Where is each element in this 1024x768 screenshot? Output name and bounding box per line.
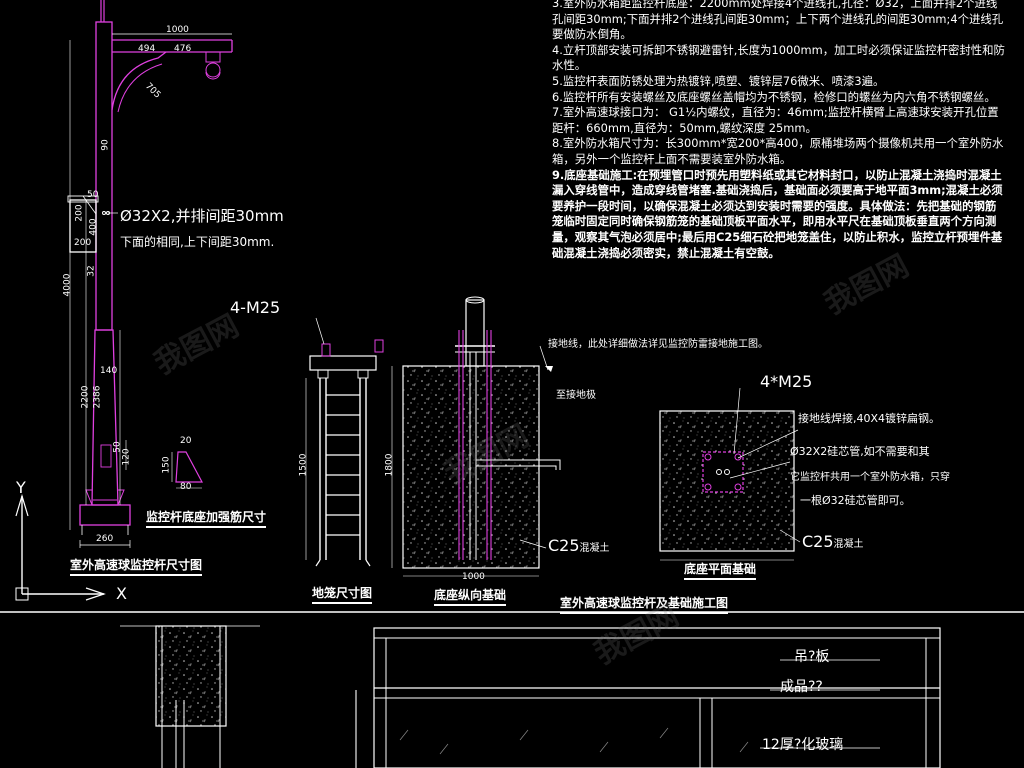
ucs-axis-icon [15, 493, 106, 601]
dim-box-400: 400 [88, 218, 99, 236]
axis-x-label: X [116, 584, 127, 603]
plan-concrete-grade: C25 [802, 532, 834, 551]
dim-2200: 2200 [80, 385, 91, 409]
dim-arm-1000: 1000 [166, 25, 189, 35]
dim-arm-494: 494 [138, 44, 156, 54]
dim-2386: 2386 [92, 385, 103, 409]
foundation-section [391, 296, 561, 577]
ground-plate-label: 至接地极 [556, 390, 596, 401]
construction-notes: 3.室外防水箱距监控杆底座：2200mm处焊接4个进线孔,孔径：Ø32，上面并排… [552, 0, 1007, 261]
pole-title: 室外高速球监控杆尺寸图 [70, 556, 203, 576]
plan-concrete-sub: 混凝土 [833, 539, 864, 550]
lower-label-2: 成品?? [780, 679, 823, 695]
main-title: 室外高速球监控杆及基础施工图 [560, 594, 729, 614]
note-4: 4.立杆顶部安装可拆卸不锈钢避雷针,长度为1000mm，加工时必须保证监控杆密封… [552, 42, 1005, 73]
note-6: 6.监控杆所有安装螺丝及底座螺丝盖帽均为不锈钢，检修口的螺丝为内六角不锈钢螺丝。 [552, 89, 996, 104]
dim-cage-1500: 1500 [298, 453, 309, 477]
ground-note: 接地线，此处详细做法详见监控防雷接地施工图。 [548, 339, 768, 350]
dim-section-1000: 1000 [462, 572, 485, 582]
rib-detail [171, 451, 203, 489]
section-concrete: C25混凝土 [548, 536, 610, 555]
cage-bolts: 4-M25 [230, 298, 281, 317]
plan-title: 底座平面基础 [684, 560, 757, 580]
anchor-cage [305, 317, 384, 567]
note-3: 3.室外防水箱距监控杆底座：2200mm处焊接4个进线孔,孔径：Ø32，上面并排… [552, 0, 1004, 42]
dim-rib-150: 150 [161, 456, 172, 474]
dim-140: 140 [100, 366, 118, 376]
dim-pole-90: 90 [100, 139, 111, 151]
dim-box-200b: 200 [74, 238, 92, 248]
plan-bolts: 4*M25 [760, 372, 813, 391]
hole-note-line2: 下面的相同,上下间距30mm. [120, 235, 275, 249]
plan-concrete: C25混凝土 [802, 532, 864, 551]
dim-box-200: 200 [74, 204, 85, 222]
section-concrete-sub: 混凝土 [579, 543, 610, 554]
pipe-note-line1: Ø32X2硅芯管,如不需要和其 [790, 445, 930, 458]
dim-box-top: 50 [87, 190, 99, 200]
section-concrete-grade: C25 [548, 536, 580, 555]
foundation-plan [659, 387, 801, 561]
lower-label-1: 吊?板 [794, 649, 830, 665]
dim-32: 32 [86, 265, 97, 277]
dim-4000: 4000 [62, 273, 73, 297]
note-5: 5.监控杆表面防锈处理为热镀锌,喷塑、镀锌层76微米、喷漆3遍。 [552, 73, 885, 88]
pipe-note-line2: 它监控杆共用一个室外防水箱，只穿 [790, 472, 950, 483]
lower-detail [120, 625, 941, 768]
pipe-note-line3: 一根Ø32硅芯管即可。 [800, 494, 911, 507]
dim-arm-476: 476 [174, 44, 192, 54]
dim-base-260: 260 [96, 534, 114, 544]
note-9: 9.底座基础施工:在预埋管口时预先用塑料纸或其它材料封口，以防止混凝土浇捣时混凝… [552, 167, 1003, 260]
dim-section-1800: 1800 [384, 453, 395, 477]
cage-title: 地笼尺寸图 [312, 584, 373, 604]
axis-y-label: Y [16, 478, 26, 497]
note-7: 7.室外高速球接口为： G1½内螺纹，直径为：46mm;监控杆横臂上高速球安装开… [552, 105, 999, 135]
section-title: 底座纵向基础 [434, 586, 507, 606]
hole-note-line1: Ø32X2,并排间距30mm [120, 207, 284, 225]
pole-elevation [67, 0, 233, 548]
dim-rib-20: 20 [180, 436, 192, 446]
rib-title: 监控杆底座加强筋尺寸 [146, 508, 267, 528]
lower-label-3: 12厚?化玻璃 [762, 737, 844, 753]
steel-note: 接地线焊接,40X4镀锌扁钢。 [798, 412, 941, 425]
dim-rib-80: 80 [180, 482, 192, 492]
note-8: 8.室外防水箱尺寸为：长300mm*宽200*高400，原桶堆场两个摄像机共用一… [552, 136, 1004, 166]
dim-120: 120 [121, 448, 132, 466]
